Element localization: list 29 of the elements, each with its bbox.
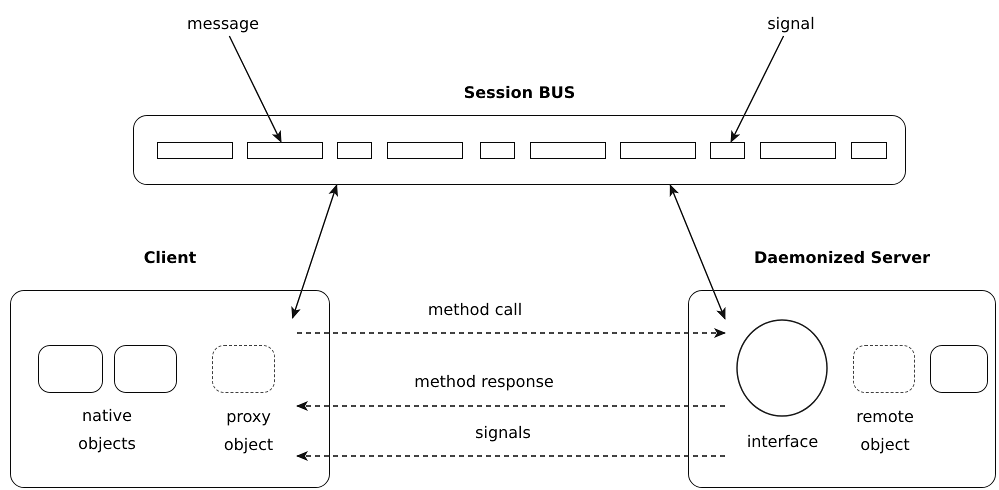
group-title: Daemonized Server [752, 247, 932, 269]
object-group-label: native objects [77, 405, 137, 455]
message-slot [620, 142, 696, 159]
object-box [38, 345, 103, 393]
message-slot [530, 142, 606, 159]
object-box [930, 345, 988, 393]
arrow [296, 451, 725, 461]
object-label: proxy object [222, 406, 274, 456]
message-slot [710, 142, 745, 159]
object-label: remote object [855, 406, 915, 456]
arrow [730, 36, 784, 143]
message-slot [480, 142, 515, 159]
arrow [228, 36, 282, 143]
annotation-label: message [186, 13, 260, 35]
arrow [291, 184, 338, 319]
object-label: interface [746, 431, 820, 453]
arrow [670, 184, 726, 320]
message-slot [760, 142, 836, 159]
arrow [296, 401, 725, 411]
message-slot [851, 142, 887, 159]
message-slot [247, 142, 323, 159]
message-slot [387, 142, 463, 159]
group-title: Client [142, 247, 198, 269]
group-title: Session BUS [462, 82, 576, 104]
message-slot [337, 142, 372, 159]
message-slot [157, 142, 233, 159]
arrow [297, 328, 726, 338]
annotation-label: signal [766, 13, 816, 35]
object-box [114, 345, 177, 393]
